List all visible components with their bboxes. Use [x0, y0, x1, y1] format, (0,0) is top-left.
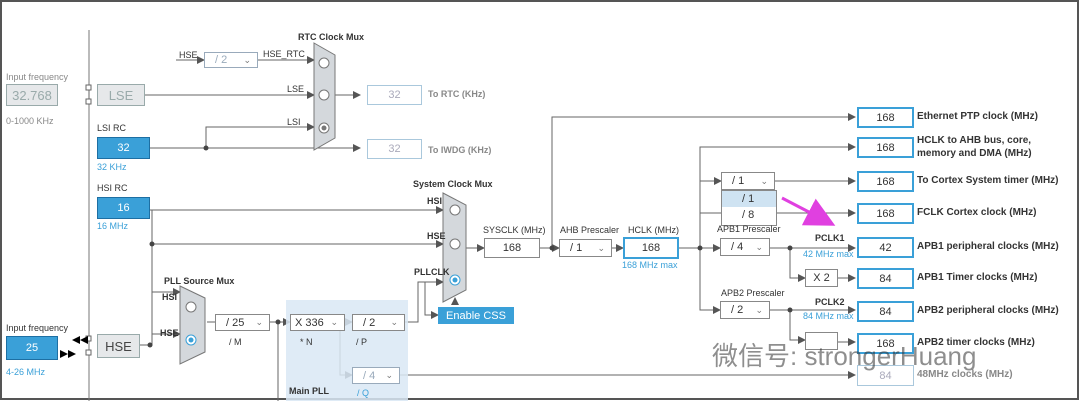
- lsi-freq: 32 KHz: [97, 162, 127, 172]
- pll-mux-title: PLL Source Mux: [164, 276, 235, 286]
- out-ethernet-ptp-label: Ethernet PTP clock (MHz): [917, 111, 1038, 122]
- apb2-prescaler-label: APB2 Prescaler: [721, 288, 785, 298]
- hclk-max: 168 MHz max: [622, 260, 678, 270]
- pllp-select[interactable]: / 2⌄: [352, 314, 405, 331]
- lsi-block: 32: [97, 137, 150, 159]
- hse-freq-input[interactable]: 25: [6, 336, 58, 360]
- sysclk-label: SYSCLK (MHz): [483, 225, 546, 235]
- main-pll-title: Main PLL: [289, 386, 329, 396]
- hse-input-label: Input frequency: [6, 323, 69, 333]
- apb2-prescaler-select[interactable]: / 2⌄: [720, 301, 770, 319]
- hse-rtc-label: HSE_RTC: [263, 49, 305, 59]
- sys-mux-hsi: HSI: [427, 196, 443, 206]
- out-48mhz-label: 48MHz clocks (MHz): [917, 369, 1013, 380]
- out-hclk-ahb: 168: [857, 137, 914, 158]
- pllq-select[interactable]: / 4⌄: [352, 367, 400, 384]
- rtc-mux-title: RTC Clock Mux: [298, 32, 365, 42]
- pclk2-label: PCLK2: [815, 297, 845, 307]
- out-ethernet-ptp: 168: [857, 107, 914, 128]
- ahb-prescaler-label: AHB Prescaler: [560, 225, 620, 235]
- out-apb1-timer-label: APB1 Timer clocks (MHz): [917, 272, 1038, 283]
- enable-css-button[interactable]: Enable CSS: [438, 307, 514, 324]
- rtc-output-value: 32: [367, 85, 422, 105]
- lse-range: 0-1000 KHz: [6, 116, 54, 126]
- out-apb1-periph: 42: [857, 237, 914, 258]
- cortex-timer-divider-select[interactable]: / 1⌄: [721, 172, 775, 190]
- out-apb1-timer: 84: [857, 268, 914, 289]
- pll-mux-hsi: HSI: [162, 292, 178, 302]
- cortex-divider-dropdown[interactable]: / 1 / 8: [721, 190, 777, 226]
- dropdown-option[interactable]: / 1: [722, 191, 776, 207]
- out-hclk-ahb-label-2: memory and DMA (MHz): [917, 148, 1032, 159]
- iwdg-output-label: To IWDG (KHz): [428, 145, 492, 155]
- hsi-freq: 16 MHz: [97, 221, 129, 231]
- iwdg-output-value: 32: [367, 139, 422, 159]
- plln-label: * N: [300, 337, 313, 347]
- pllm-label: / M: [229, 337, 242, 347]
- out-apb2-periph: 84: [857, 301, 914, 322]
- pclk2-max: 84 MHz max: [803, 311, 854, 321]
- rtc-mux-lse-label: LSE: [287, 84, 305, 94]
- sys-mux-hse: HSE: [427, 231, 446, 241]
- hclk-label: HCLK (MHz): [628, 225, 679, 235]
- hse-rtc-divider[interactable]: / 2⌄: [204, 52, 258, 68]
- sys-mux-title: System Clock Mux: [413, 179, 493, 189]
- plln-select[interactable]: X 336⌄: [290, 314, 345, 331]
- out-apb1-periph-label: APB1 peripheral clocks (MHz): [917, 241, 1059, 252]
- sysclk-value: 168: [484, 238, 540, 258]
- apb1-timer-multiplier: X 2: [805, 269, 838, 287]
- lsi-rc-label: LSI RC: [97, 123, 127, 133]
- sys-mux-pllclk: PLLCLK: [414, 267, 450, 277]
- lse-block: LSE: [97, 84, 145, 106]
- out-fclk: 168: [857, 203, 914, 224]
- pclk1-max: 42 MHz max: [803, 249, 854, 259]
- hse-range: 4-26 MHz: [6, 367, 46, 377]
- apb1-prescaler-label: APB1 Prescaler: [717, 224, 781, 234]
- hse-rtc-src: HSE: [179, 50, 198, 60]
- hsi-rc-label: HSI RC: [97, 183, 128, 193]
- hclk-value: 168: [623, 237, 679, 259]
- apb1-prescaler-select[interactable]: / 4⌄: [720, 238, 770, 256]
- rtc-mux-lsi-label: LSI: [287, 117, 301, 127]
- watermark: 微信号: strongerHuang: [712, 341, 977, 371]
- rtc-output-label: To RTC (KHz): [428, 89, 486, 99]
- out-apb2-timer: 168: [857, 333, 914, 354]
- pclk1-label: PCLK1: [815, 233, 845, 243]
- out-hclk-ahb-label: HCLK to AHB bus, core,: [917, 135, 1032, 146]
- dropdown-option[interactable]: / 8: [742, 209, 755, 221]
- hse-block: HSE: [97, 334, 140, 358]
- out-fclk-label: FCLK Cortex clock (MHz): [917, 207, 1037, 218]
- hsi-block: 16: [97, 197, 150, 219]
- out-apb2-timer-label: APB2 timer clocks (MHz): [917, 337, 1035, 348]
- pllm-select[interactable]: / 25⌄: [215, 314, 270, 331]
- out-cortex-timer-label: To Cortex System timer (MHz): [917, 175, 1059, 186]
- apb2-timer-multiplier: [805, 332, 838, 350]
- out-48mhz: 84: [857, 365, 914, 386]
- pllq-label: / Q: [357, 388, 370, 398]
- pll-mux-hse: HSE: [160, 328, 179, 338]
- out-cortex-timer: 168: [857, 171, 914, 192]
- pllp-label: / P: [356, 337, 368, 347]
- out-apb2-periph-label: APB2 peripheral clocks (MHz): [917, 305, 1059, 316]
- lse-freq-input[interactable]: 32.768: [6, 84, 58, 106]
- ahb-prescaler-select[interactable]: / 1⌄: [559, 239, 612, 257]
- lse-input-label: Input frequency: [6, 72, 69, 82]
